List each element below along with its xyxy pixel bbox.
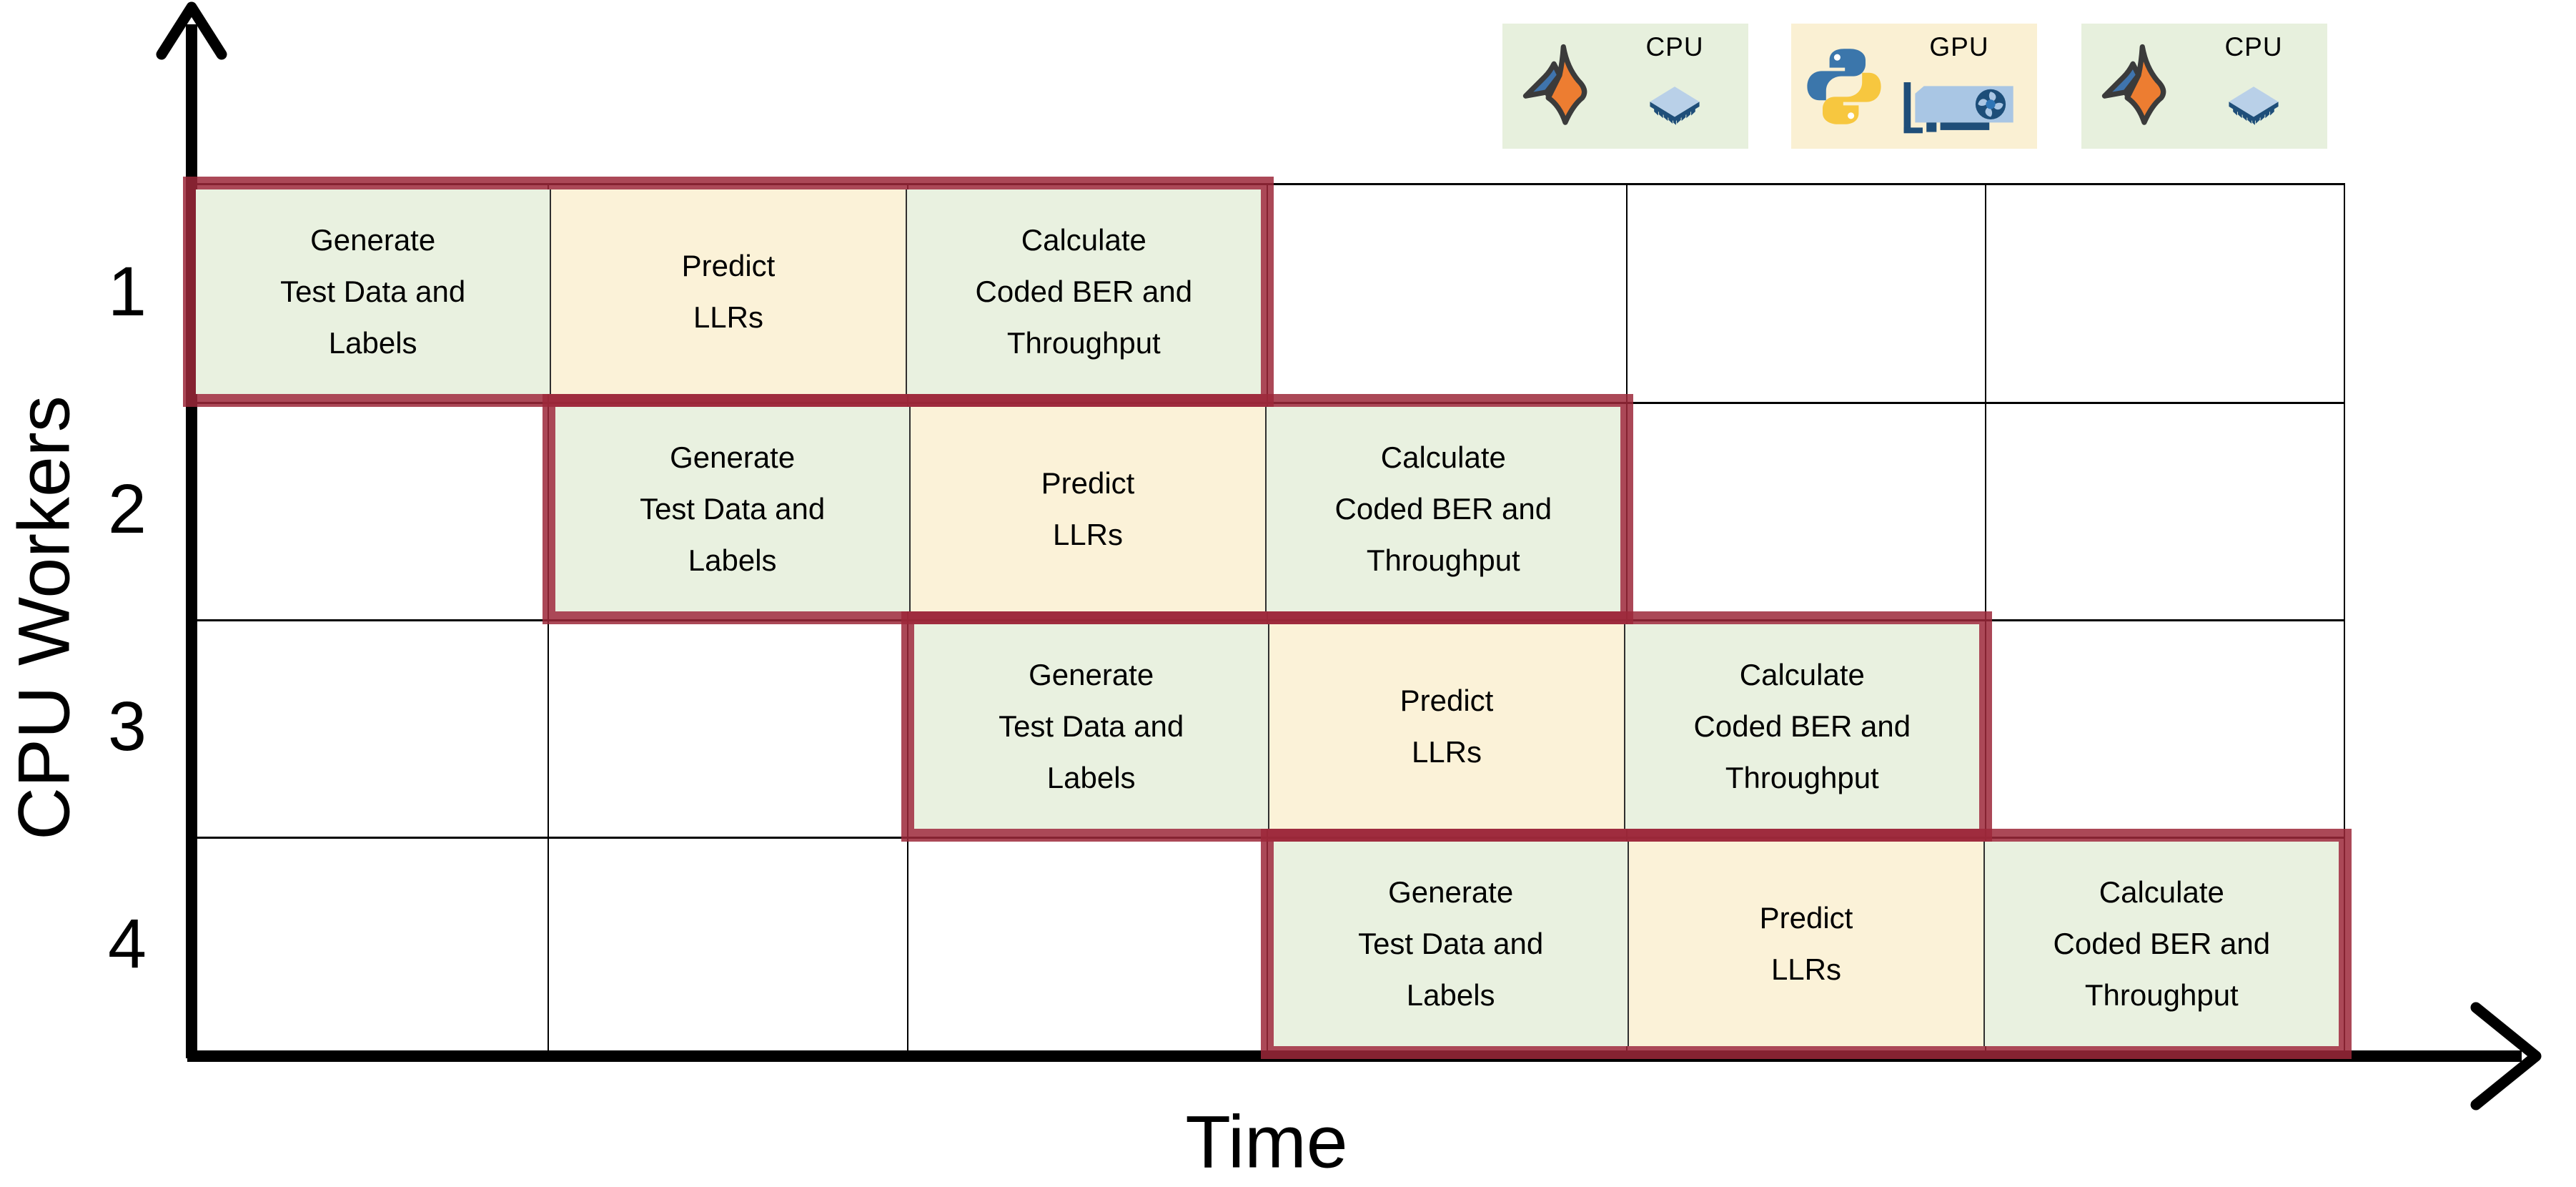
y-axis-label: CPU Workers (3, 395, 85, 840)
x-axis-label: Time (1185, 1100, 1348, 1184)
task-block-predict: Predict LLRs (550, 189, 906, 394)
task-block-generate: Generate Test Data and Labels (555, 407, 910, 611)
legend-label: GPU (1929, 32, 1989, 61)
task-block-calculate: Calculate Coded BER and Throughput (1264, 407, 1620, 611)
worker-label-4: 4 (108, 905, 147, 982)
legend-label: CPU (2224, 32, 2283, 61)
worker-label-1: 1 (108, 252, 147, 330)
legend-card-matlab-cpu: CPU (2081, 24, 2327, 149)
legend-label: CPU (1645, 32, 1704, 61)
y-axis-arrow-icon (156, 1, 227, 60)
matlab-icon (1522, 44, 1587, 125)
task-block-calculate: Calculate Coded BER and Throughput (1623, 624, 1979, 829)
task-block-predict: Predict LLRs (909, 407, 1265, 611)
task-block-predict: Predict LLRs (1628, 842, 1983, 1046)
task-group-worker-3: Generate Test Data and Labels Predict LL… (901, 611, 1992, 842)
worker-label-3: 3 (108, 687, 147, 765)
task-block-calculate: Calculate Coded BER and Throughput (1983, 842, 2339, 1046)
task-block-generate: Generate Test Data and Labels (914, 624, 1269, 829)
task-block-generate: Generate Test Data and Labels (196, 189, 550, 394)
task-block-calculate: Calculate Coded BER and Throughput (905, 189, 1261, 394)
worker-label-2: 2 (108, 470, 147, 548)
legend-card-matlab-cpu: CPU (1502, 24, 1748, 149)
x-axis-arrow-icon (2470, 1002, 2542, 1110)
legend-card-python-gpu: GPU (1791, 24, 2037, 149)
gpu-card-icon (1903, 82, 2013, 134)
task-block-predict: Predict LLRs (1268, 624, 1624, 829)
cpu-chip-icon (1650, 87, 1700, 125)
task-group-worker-1: Generate Test Data and Labels Predict LL… (183, 177, 1274, 407)
task-group-worker-4: Generate Test Data and Labels Predict LL… (1261, 829, 2352, 1059)
python-icon (1807, 48, 1881, 124)
task-block-generate: Generate Test Data and Labels (1274, 842, 1628, 1046)
task-group-worker-2: Generate Test Data and Labels Predict LL… (543, 394, 1633, 624)
cpu-chip-icon (2229, 87, 2279, 125)
matlab-icon (2101, 44, 2166, 125)
